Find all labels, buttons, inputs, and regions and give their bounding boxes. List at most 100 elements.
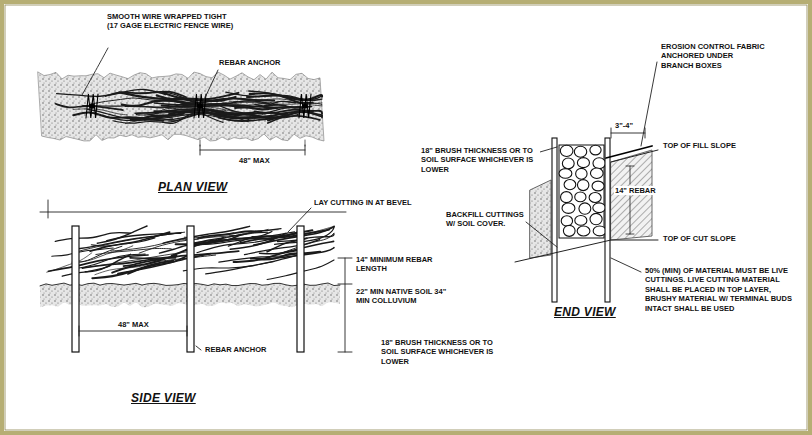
cutting-bundle <box>561 216 572 226</box>
dimension-line <box>79 331 187 332</box>
cutting-bundle <box>590 145 601 155</box>
callout-label: EROSION CONTROL FABRIC ANCHORED UNDER BR… <box>660 42 767 70</box>
rebar-anchor <box>605 138 610 302</box>
branch-cutting <box>218 113 287 117</box>
branch-cutting <box>235 107 303 109</box>
branch-cutting <box>106 92 187 98</box>
dimension-label: 48" MAX <box>117 320 150 329</box>
callout-label: REBAR ANCHOR <box>204 345 267 354</box>
view-title: END VIEW <box>553 305 617 320</box>
dimension-tick <box>626 234 634 235</box>
leader-line <box>82 48 108 95</box>
branch-cutting <box>244 240 319 255</box>
rebar-anchor <box>302 103 307 108</box>
cutting-bundle <box>563 225 575 236</box>
cutting-bundle <box>560 145 573 156</box>
cutting-bundle <box>574 146 586 157</box>
cutting-bundle <box>577 158 589 168</box>
dimension-tick <box>338 284 352 285</box>
cutting-bundle <box>579 203 591 214</box>
rebar-anchor <box>297 226 304 352</box>
note-text: 50% (MIN) OF MATERIAL MUST BE LIVE CUTTI… <box>644 266 798 313</box>
cutting-bundle <box>562 158 574 169</box>
leader-line <box>526 222 557 247</box>
dimension-tick <box>79 326 80 336</box>
cutting-bundle <box>577 226 590 236</box>
dimension-tick <box>200 145 201 155</box>
cutting-bundle <box>590 213 602 224</box>
leader-line <box>611 258 641 272</box>
callout-label: TOP OF FILL SLOPE <box>662 141 737 150</box>
dimension-tick <box>338 352 352 353</box>
leader-line <box>196 346 201 350</box>
wire-wrap <box>194 94 206 118</box>
cutting-bundle <box>561 192 573 203</box>
branch-cutting <box>268 112 322 121</box>
branch-cutting <box>88 109 173 118</box>
fill-slope-line <box>611 150 658 162</box>
dimension-label: 14" MINIMUM REBAR LENGTH <box>355 255 452 274</box>
cutting-bundle <box>593 226 606 236</box>
dimension-line <box>630 166 631 184</box>
leader-line <box>540 147 557 152</box>
dimension-tick <box>645 128 646 138</box>
cut-slope-line <box>515 240 658 262</box>
dimension-label: 14" REBAR <box>614 186 657 195</box>
dimension-tick <box>338 258 352 259</box>
dimension-tick <box>626 166 634 167</box>
dimension-line <box>345 258 346 352</box>
extension-line <box>305 140 306 146</box>
branch-cutting <box>183 262 274 271</box>
wire-wrap <box>86 94 98 118</box>
cutting-bundle <box>589 192 601 202</box>
rebar-anchor <box>187 226 194 352</box>
branch-cutting <box>52 248 114 256</box>
leader-line <box>203 70 218 102</box>
callout-label: LAY CUTTING IN AT BEVEL <box>313 198 413 207</box>
dimension-label: 3"-4" <box>614 121 634 130</box>
dimension-line <box>630 196 631 234</box>
rebar-anchor <box>89 103 94 108</box>
leader-line <box>288 208 311 232</box>
cutting-bundle <box>593 158 605 169</box>
cutting-bundle <box>592 181 604 191</box>
dimension-line <box>40 212 346 213</box>
wire-wrap <box>299 94 311 118</box>
cutting-bundle <box>562 203 575 213</box>
dimension-line <box>611 133 645 134</box>
branch-cutting <box>122 100 205 105</box>
dimension-line <box>200 150 305 151</box>
rebar-anchor <box>552 138 557 302</box>
callout-label: REBAR ANCHOR <box>218 58 281 67</box>
callout-label: SMOOTH WIRE WRAPPED TIGHT (17 GAGE ELECT… <box>106 12 236 31</box>
dimension-label: 22" MIN NATIVE SOIL 34" MIN COLLUVIUM <box>355 287 452 306</box>
branch-cutting <box>188 235 241 248</box>
view-title: PLAN VIEW <box>157 180 228 195</box>
cutting-bundle <box>593 203 606 213</box>
dimension-tick <box>187 326 188 336</box>
view-title: SIDE VIEW <box>130 391 197 406</box>
cutting-bundle <box>590 168 603 178</box>
rebar-anchor <box>72 226 79 352</box>
rebar-anchor <box>197 103 202 108</box>
branch-cutting <box>92 261 173 279</box>
cut-soil <box>530 180 551 258</box>
erosion-fabric <box>606 146 652 158</box>
branch-cutting <box>82 258 175 268</box>
dimension-label: 48" MAX <box>238 156 271 165</box>
dimension-label: 18" BRUSH THICKNESS OR TO SOIL SURFACE W… <box>420 146 540 174</box>
cutting-bundle <box>575 215 587 225</box>
cutting-bundle <box>577 180 588 191</box>
dimension-tick <box>48 200 49 218</box>
callout-label: TOP OF CUT SLOPE <box>662 234 737 243</box>
branch-cutting <box>55 233 130 242</box>
cutting-bundle <box>564 179 576 189</box>
extension-line <box>200 140 201 146</box>
cutting-bundle <box>559 169 572 179</box>
sheet-border-inner <box>5 5 807 430</box>
cutting-bundle <box>575 192 586 202</box>
soil-band <box>38 72 324 141</box>
